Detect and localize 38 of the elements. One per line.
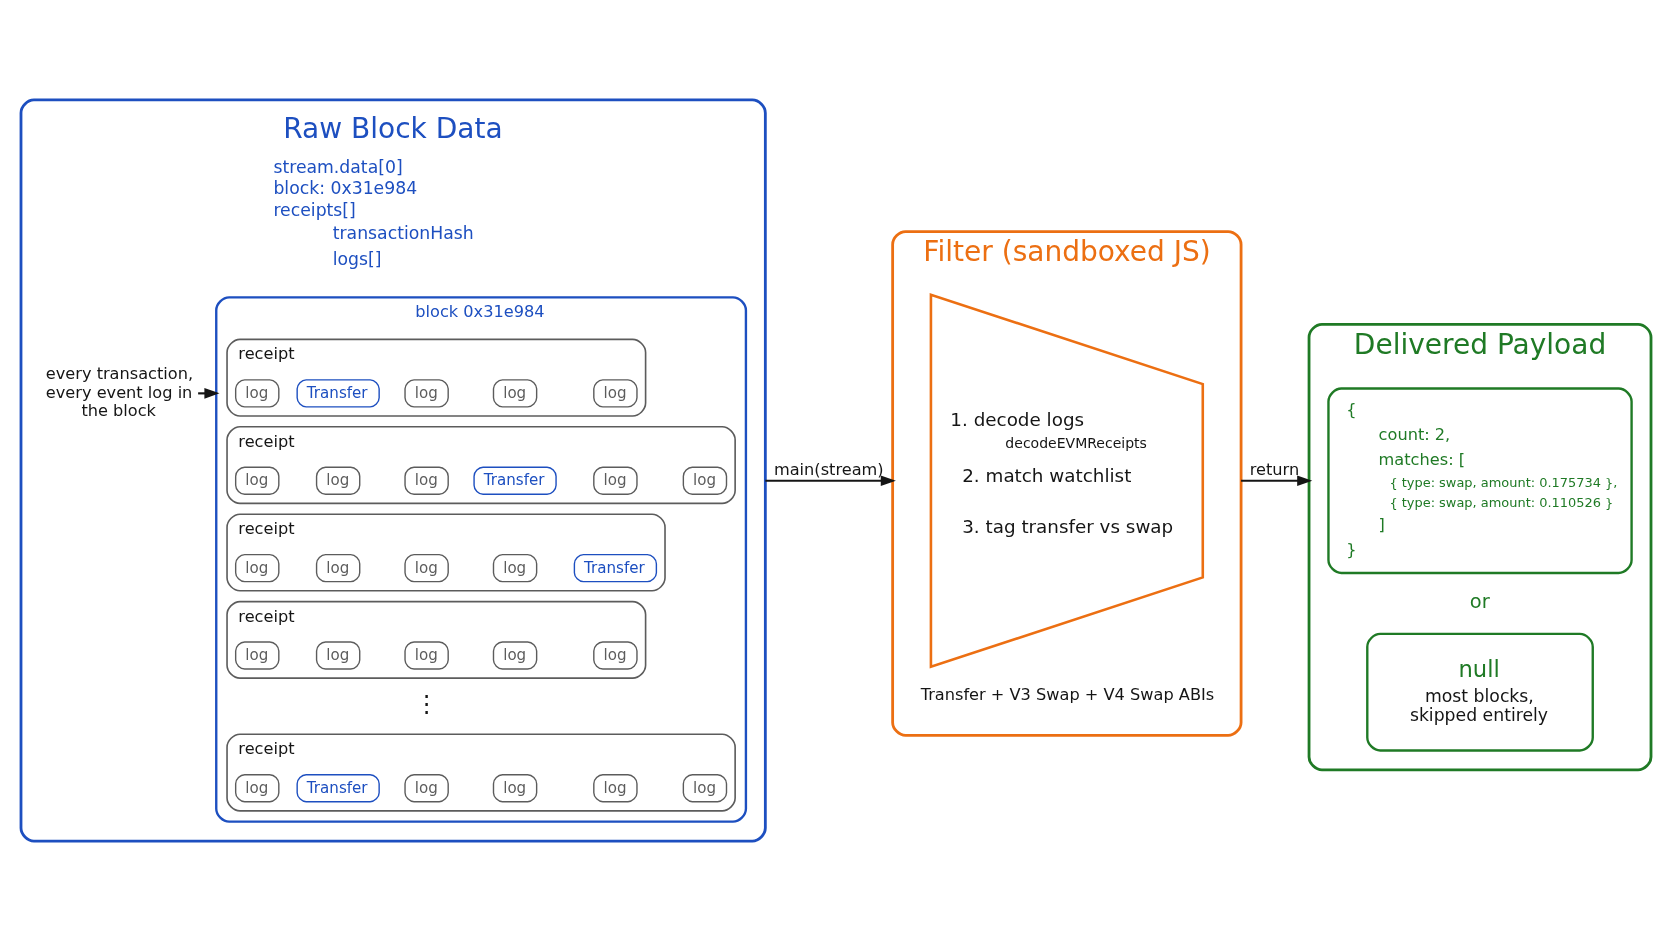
node-box: log <box>404 379 449 408</box>
label: ⋮ <box>414 690 439 719</box>
node-box: log <box>234 379 280 408</box>
node-box: log <box>593 466 638 495</box>
node-box: log <box>234 553 280 583</box>
node-box: log <box>404 466 449 495</box>
node-box: log <box>315 641 361 670</box>
node-box: Transfer <box>573 553 658 583</box>
node-box: log <box>404 774 449 803</box>
edge-label: main(stream) <box>773 460 884 480</box>
node-box: { count: 2, matches: [ { type: swap, amount: 0.175734 }, { type: swap, amount: 0.110526 } ] } <box>1327 387 1633 575</box>
node-box: Transfer <box>473 466 557 495</box>
node-box: log <box>492 553 538 583</box>
node-box: 1. decode logs decodeEVMReceipts 2. match watchlist 3. tag transfer vs swap <box>929 292 1205 669</box>
node-box: Transfer <box>296 774 380 803</box>
node-box: log <box>234 774 280 803</box>
node-label: Transfer + V3 Swap + V4 Swap ABIs <box>920 685 1215 705</box>
arrow <box>765 475 896 487</box>
node-box: null most blocks, skipped entirely <box>1366 632 1594 752</box>
node-box: log <box>404 641 449 670</box>
node-box: log <box>492 641 538 670</box>
node-box: log <box>593 379 638 408</box>
node-text: every transaction, every event log in the block <box>45 364 194 421</box>
node-box: log <box>404 553 449 583</box>
node-box: log <box>682 466 728 495</box>
node-box: log <box>234 466 280 495</box>
node-box: log <box>315 553 361 583</box>
node-box: log <box>492 774 538 803</box>
node-box: Transfer <box>296 379 380 408</box>
edge-label: return <box>1249 460 1300 480</box>
label: or <box>1469 590 1490 614</box>
node-box: log <box>315 466 361 495</box>
arrow <box>1241 475 1313 487</box>
node-box: log <box>234 641 280 670</box>
node-box: log <box>593 641 638 670</box>
node-box: log <box>492 379 538 408</box>
node-box: log <box>593 774 638 803</box>
node-box: log <box>682 774 728 803</box>
